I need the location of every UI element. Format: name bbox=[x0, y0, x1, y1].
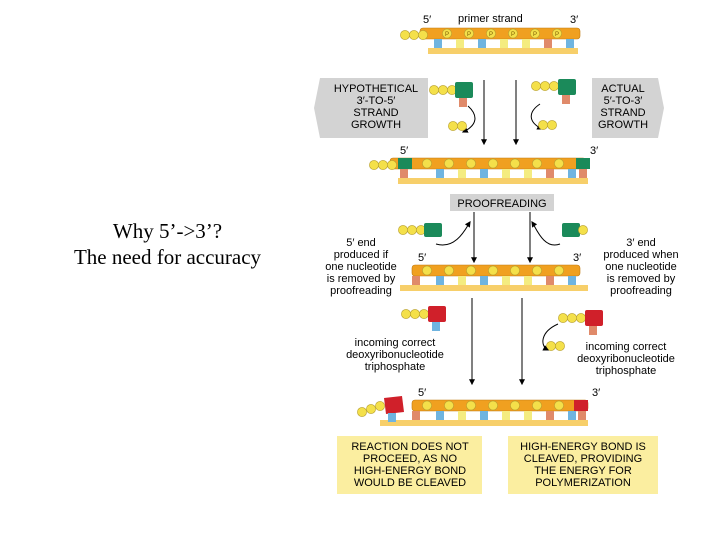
caption-line-2: The need for accuracy bbox=[73, 245, 262, 269]
primer-strand-bar bbox=[428, 48, 578, 54]
right-incoming-note: incoming correct deoxyribonucleotide tri… bbox=[577, 341, 675, 377]
svg-text:STRAND: STRAND bbox=[600, 107, 645, 119]
svg-text:PROCEED, AS NO: PROCEED, AS NO bbox=[363, 453, 458, 465]
svg-text:deoxyribonucleotide: deoxyribonucleotide bbox=[346, 349, 444, 361]
svg-text:WOULD BE CLEAVED: WOULD BE CLEAVED bbox=[354, 477, 466, 489]
strand-2-three-prime: 3′ bbox=[590, 145, 598, 157]
svg-text:produced when: produced when bbox=[603, 249, 678, 261]
proofread-arrow-right bbox=[531, 221, 561, 246]
svg-text:CLEAVED, PROVIDING: CLEAVED, PROVIDING bbox=[524, 453, 642, 465]
released-pyrophosphate-right bbox=[538, 120, 557, 130]
svg-text:3′ end: 3′ end bbox=[626, 237, 656, 249]
strand-4-five-prime: 5′ bbox=[418, 387, 426, 399]
svg-text:deoxyribonucleotide: deoxyribonucleotide bbox=[577, 353, 675, 365]
svg-text:one nucleotide: one nucleotide bbox=[605, 261, 677, 273]
right-end-note: 3′ end produced when one nucleotide is r… bbox=[603, 237, 678, 297]
svg-text:incoming correct: incoming correct bbox=[586, 341, 667, 353]
svg-text:produced if: produced if bbox=[334, 249, 389, 261]
right-result-box bbox=[508, 436, 658, 494]
actual-incoming-nucleotide bbox=[531, 79, 576, 104]
svg-text:P: P bbox=[489, 32, 493, 38]
caption: Why 5’->3’? The need for accuracy bbox=[40, 218, 295, 270]
svg-text:REACTION DOES NOT: REACTION DOES NOT bbox=[351, 441, 469, 453]
svg-text:POLYMERIZATION: POLYMERIZATION bbox=[535, 477, 631, 489]
svg-text:ACTUAL: ACTUAL bbox=[601, 83, 644, 95]
svg-text:3′-TO-5′: 3′-TO-5′ bbox=[357, 95, 396, 107]
strand-4-three-prime: 3′ bbox=[592, 387, 600, 399]
svg-text:proofreading: proofreading bbox=[610, 285, 672, 297]
svg-text:is removed by: is removed by bbox=[607, 273, 676, 285]
proofreading-box bbox=[450, 194, 554, 211]
left-result-box bbox=[337, 436, 482, 494]
svg-text:triphosphate: triphosphate bbox=[365, 361, 426, 373]
svg-text:HYPOTHETICAL: HYPOTHETICAL bbox=[334, 83, 418, 95]
strand-1-three-prime: 3′ bbox=[570, 14, 578, 26]
hypothetical-arrow bbox=[461, 105, 476, 133]
caption-line-1: Why 5’->3’? bbox=[112, 219, 223, 243]
proofread-arrow-left bbox=[435, 221, 471, 246]
phosphate-letters: P P P P P P bbox=[445, 32, 559, 38]
right-incoming-nucleotide bbox=[558, 310, 603, 335]
actual-label: ACTUAL 5′-TO-3′ STRAND GROWTH bbox=[598, 83, 648, 131]
proofread-removed-right bbox=[562, 223, 588, 237]
svg-text:is removed by: is removed by bbox=[327, 273, 396, 285]
svg-text:THE ENERGY FOR: THE ENERGY FOR bbox=[534, 465, 632, 477]
pyrophosphate-released-bottom bbox=[546, 341, 565, 351]
misaligned-red-nucleotide bbox=[357, 396, 404, 422]
strand-3: 5′ 3′ bbox=[400, 252, 588, 291]
svg-text:incoming correct: incoming correct bbox=[355, 337, 436, 349]
phosphate-row bbox=[442, 28, 562, 39]
svg-text:triphosphate: triphosphate bbox=[596, 365, 657, 377]
svg-text:P: P bbox=[511, 32, 515, 38]
svg-text:GROWTH: GROWTH bbox=[351, 119, 401, 131]
hypothetical-panel bbox=[314, 78, 428, 138]
left-end-note: 5′ end produced if one nucleotide is rem… bbox=[325, 237, 397, 297]
primer-strand-label: primer strand bbox=[458, 13, 523, 25]
hypothetical-incoming-nucleotide bbox=[429, 82, 473, 107]
left-result-text: REACTION DOES NOT PROCEED, AS NO HIGH-EN… bbox=[351, 441, 469, 489]
strand-2: 5′ 3′ bbox=[369, 145, 598, 184]
left-incoming-note: incoming correct deoxyribonucleotide tri… bbox=[346, 337, 444, 373]
strand-1: 5′ primer strand 3′ bbox=[400, 13, 581, 54]
triphosphate-tail bbox=[400, 30, 428, 40]
strand-1-five-prime: 5′ bbox=[423, 14, 431, 26]
svg-text:P: P bbox=[533, 32, 537, 38]
actual-panel bbox=[592, 78, 664, 138]
svg-text:P: P bbox=[467, 32, 471, 38]
svg-text:one nucleotide: one nucleotide bbox=[325, 261, 397, 273]
left-incoming-nucleotide bbox=[401, 306, 446, 331]
svg-text:HIGH-ENERGY BOND IS: HIGH-ENERGY BOND IS bbox=[520, 441, 646, 453]
hypothetical-label: HYPOTHETICAL 3′-TO-5′ STRAND GROWTH bbox=[334, 83, 418, 131]
svg-text:5′ end: 5′ end bbox=[346, 237, 376, 249]
svg-text:proofreading: proofreading bbox=[330, 285, 392, 297]
svg-text:5′-TO-3′: 5′-TO-3′ bbox=[604, 95, 643, 107]
strand-3-three-prime: 3′ bbox=[573, 252, 581, 264]
strand-3-five-prime: 5′ bbox=[418, 252, 426, 264]
svg-text:P: P bbox=[445, 32, 449, 38]
strand-4: 5′ 3′ bbox=[357, 387, 600, 426]
right-result-text: HIGH-ENERGY BOND IS CLEAVED, PROVIDING T… bbox=[520, 441, 646, 489]
svg-text:P: P bbox=[555, 32, 559, 38]
svg-text:GROWTH: GROWTH bbox=[598, 119, 648, 131]
svg-text:HIGH-ENERGY BOND: HIGH-ENERGY BOND bbox=[354, 465, 466, 477]
bases bbox=[434, 39, 574, 50]
svg-text:STRAND: STRAND bbox=[353, 107, 398, 119]
released-pyrophosphate-left bbox=[448, 121, 467, 131]
proofreading-label: PROOFREADING bbox=[457, 198, 546, 210]
proofread-removed-left bbox=[398, 223, 442, 237]
strand-2-five-prime: 5′ bbox=[400, 145, 408, 157]
incoming-arrow-right bbox=[542, 323, 559, 351]
